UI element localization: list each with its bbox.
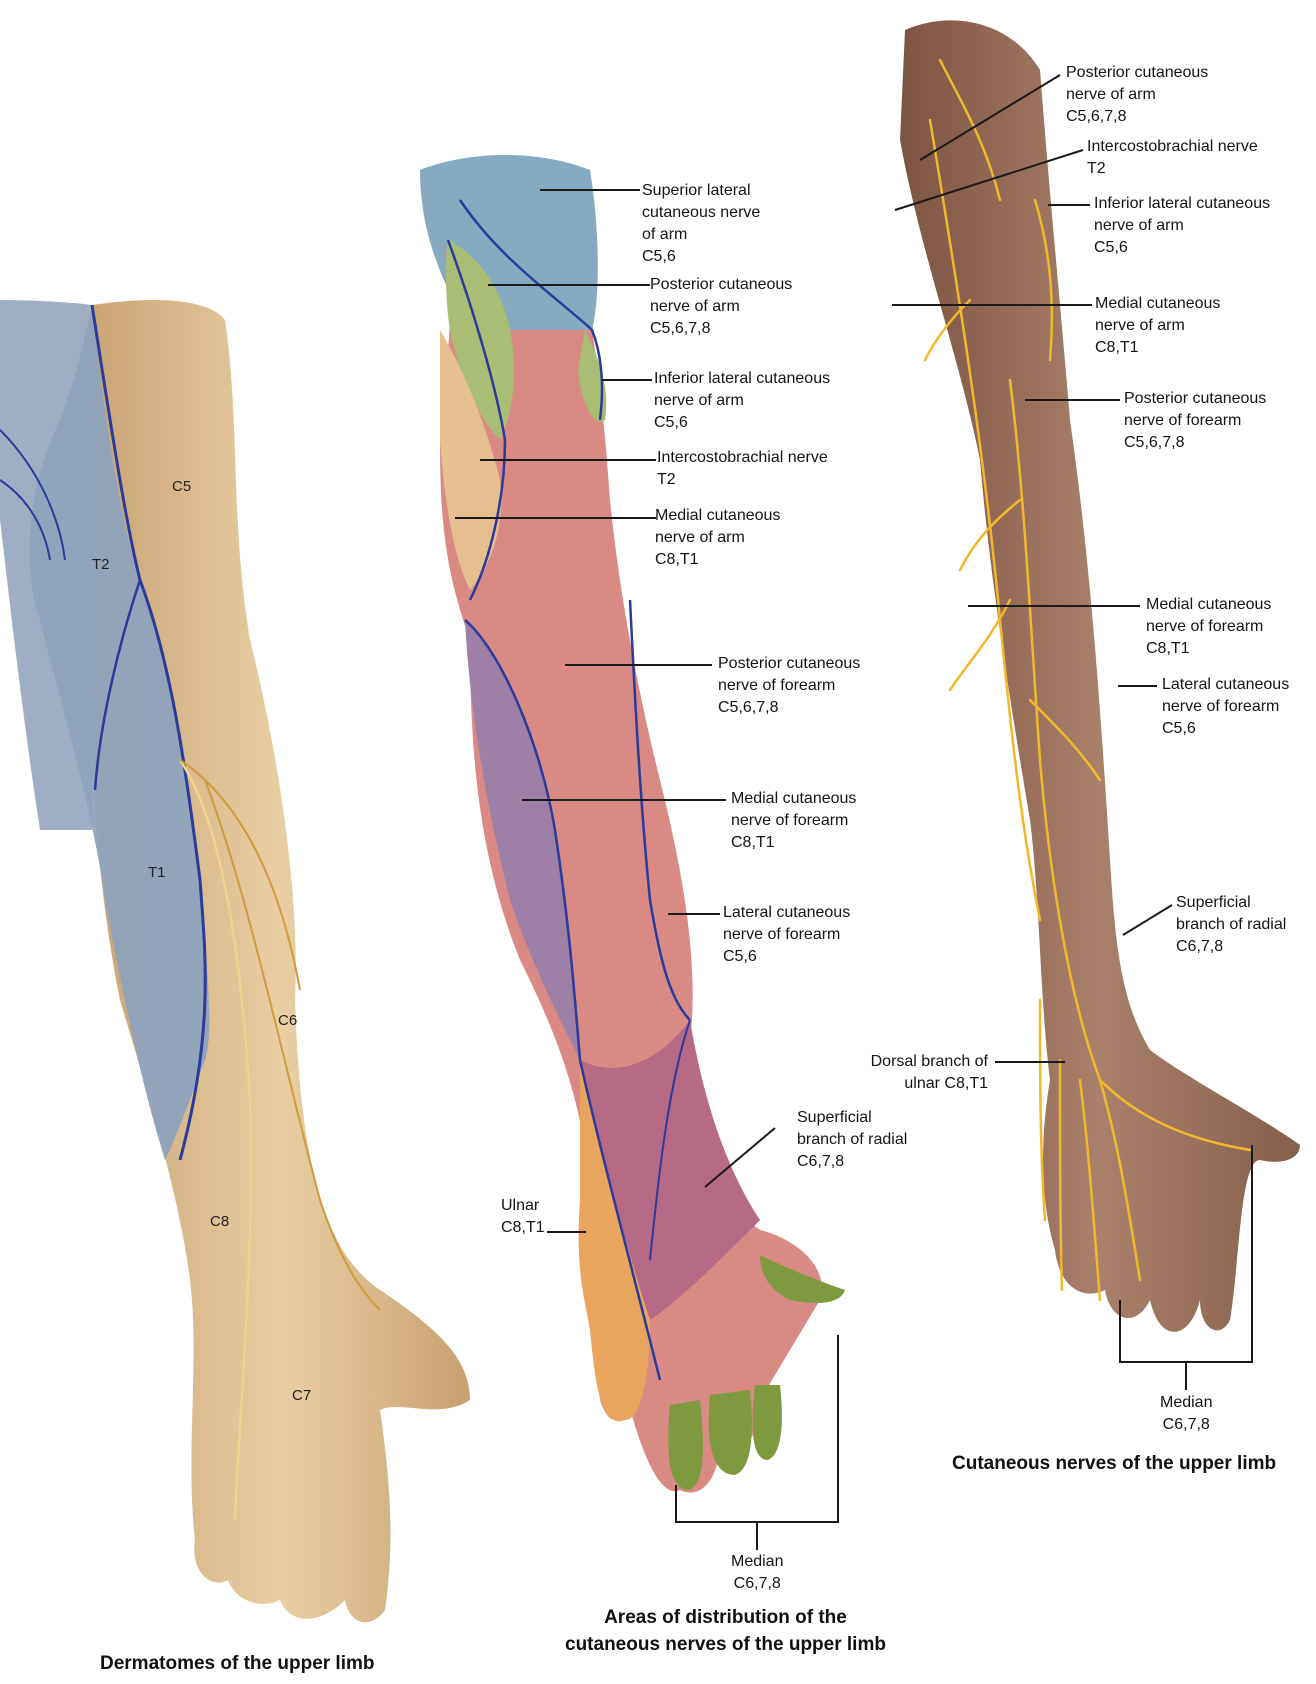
segment-c7: C7 (292, 1387, 311, 1404)
caption-cutaneous-nerves: Cutaneous nerves of the upper limb (952, 1450, 1276, 1477)
dermatome-arm (0, 300, 470, 1622)
segment-c6: C6 (278, 1012, 297, 1029)
segment-t2: T2 (92, 556, 110, 573)
segment-c5: C5 (172, 478, 191, 495)
caption-dermatomes: Dermatomes of the upper limb (100, 1650, 375, 1677)
segment-t1: T1 (148, 864, 166, 881)
segment-c8: C8 (210, 1213, 229, 1230)
